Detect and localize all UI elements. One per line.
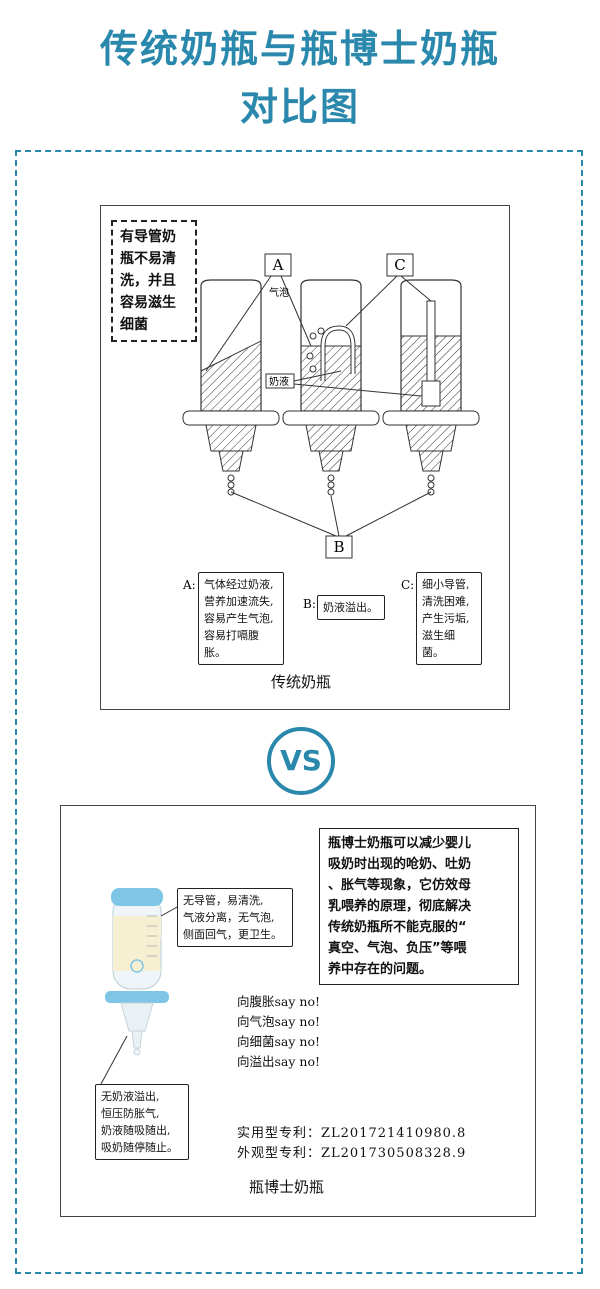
slogan-overflow: 向溢出say no! xyxy=(237,1054,321,1069)
outer-dashed-frame xyxy=(15,150,583,1274)
slogan-bubbles: 向气泡say no! xyxy=(237,1014,321,1029)
note-a: 气体经过奶液, 营养加速流失, 容易产生气泡, 容易打嗝腹胀。 xyxy=(198,572,284,665)
tube-warning-note: 有导管奶 瓶不易清 洗，并且 容易滋生 细菌 xyxy=(111,220,197,342)
page-subtitle: 对比图 xyxy=(239,85,360,129)
marker-a-box xyxy=(264,253,292,277)
traditional-bottle-panel: A C B 气泡 奶液 A: B: C: 有导管奶 瓶不易清 洗，并且 容易滋生… xyxy=(100,205,510,710)
prefix-c: C: xyxy=(401,578,414,592)
vs-badge: VS xyxy=(267,727,335,795)
feature-note: 无导管，易清洗, 气液分离，无气泡, 侧面回气，更卫生。 xyxy=(177,888,293,947)
traditional-caption: 传统奶瓶 xyxy=(271,673,332,691)
slogan-bacteria: 向细菌say no! xyxy=(237,1034,321,1049)
design-patent: 外观型专利：ZL201730508328.9 xyxy=(237,1146,467,1161)
note-b: 奶液溢出。 xyxy=(317,595,385,620)
bottle-c xyxy=(382,279,480,496)
marker-a-text: A xyxy=(272,256,284,274)
leader-lines xyxy=(205,275,432,537)
milk-label: 奶液 xyxy=(269,375,289,388)
marker-b-text: B xyxy=(333,538,344,556)
bottle-a xyxy=(182,279,280,496)
traditional-bottles-diagram: A C B 气泡 奶液 A: B: C: xyxy=(182,253,480,611)
marker-c-box xyxy=(386,253,414,277)
utility-patent: 实用型专利：ZL201721410980.8 xyxy=(237,1126,467,1141)
note-c: 细小导管, 清洗困难, 产生污垢, 滋生细菌。 xyxy=(416,572,482,665)
dr-bottle-description: 瓶博士奶瓶可以减少婴儿 吸奶时出现的呛奶、吐奶 、胀气等现象，它仿效母 乳喂养的… xyxy=(319,828,519,985)
bottle-b xyxy=(282,279,380,496)
dr-leader-lines xyxy=(100,905,180,1085)
bubble-label: 气泡 xyxy=(269,286,289,299)
dr-bottle-caption: 瓶博士奶瓶 xyxy=(249,1178,325,1196)
prefix-b: B: xyxy=(303,597,316,611)
dr-bottle-panel: 无导管，易清洗, 气液分离，无气泡, 侧面回气，更卫生。 瓶博士奶瓶可以减少婴儿… xyxy=(60,805,536,1217)
dr-bottle-diagram xyxy=(100,888,180,1085)
page-title: 传统奶瓶与瓶博士奶瓶 xyxy=(99,27,500,71)
slogan-bloating: 向腹胀say no! xyxy=(237,994,321,1009)
marker-c-text: C xyxy=(394,256,405,274)
dr-bottle-illustration xyxy=(105,888,169,1056)
nipple-note: 无奶液溢出, 恒压防胀气, 奶液随吸随出, 吸奶随停随止。 xyxy=(95,1084,189,1160)
prefix-a: A: xyxy=(182,578,196,592)
